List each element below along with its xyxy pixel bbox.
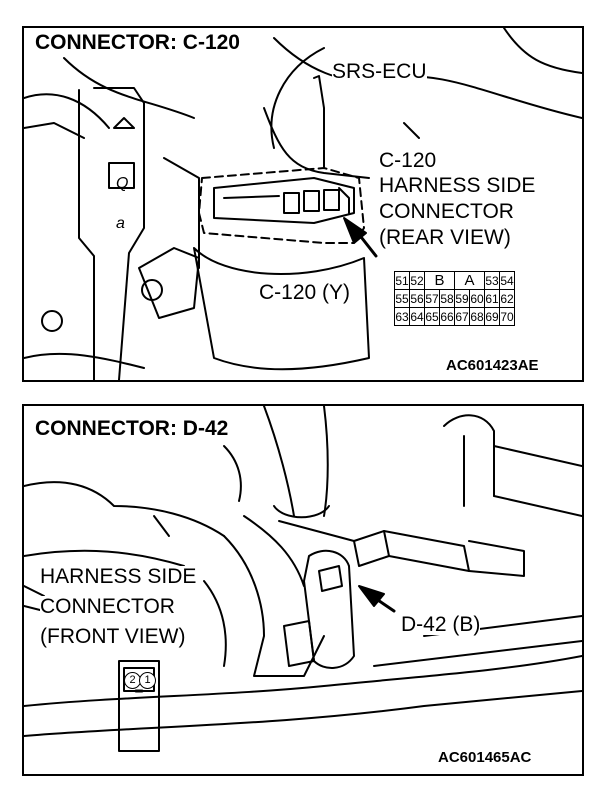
pin-cell: 70 <box>499 307 515 326</box>
c120-harness-label-line4: (REAR VIEW) <box>379 226 511 249</box>
pin-cell: 61 <box>484 289 500 308</box>
c120-figure-code: AC601423AE <box>446 357 539 374</box>
d42-pin-1: 1 <box>139 672 156 689</box>
pin-cell: 59 <box>454 289 470 308</box>
pin-cell: 52 <box>409 271 425 290</box>
d42-title: CONNECTOR: D-42 <box>32 418 232 439</box>
d42-figure-code: AC601465AC <box>438 749 532 766</box>
pin-cell: 56 <box>409 289 425 308</box>
d42-connector-callout: D-42 (B) <box>401 613 481 636</box>
pin-cell: 62 <box>499 289 515 308</box>
pin-cell: 66 <box>439 307 455 326</box>
pin-cell: 55 <box>394 289 410 308</box>
d42-harness-label-line2: CONNECTOR <box>40 595 175 618</box>
d42-illustration <box>24 406 582 752</box>
pin-cell: 63 <box>394 307 410 326</box>
connector-d42-panel: CONNECTOR: D-42 HARNESS SIDE CONNECTOR (… <box>22 404 584 776</box>
pin-cell: 67 <box>454 307 470 326</box>
svg-text:Q: Q <box>116 175 128 192</box>
pin-cell: 64 <box>409 307 425 326</box>
d42-harness-label-line3: (FRONT VIEW) <box>40 625 186 648</box>
srs-ecu-label: SRS-ECU <box>332 60 427 83</box>
svg-text:a: a <box>116 215 125 232</box>
c120-title: CONNECTOR: C-120 <box>32 32 243 53</box>
pin-cell: 65 <box>424 307 440 326</box>
pin-cell: 51 <box>394 271 410 290</box>
pin-cell: 57 <box>424 289 440 308</box>
pin-key-b: B <box>424 271 455 290</box>
pin-cell: 58 <box>439 289 455 308</box>
pin-cell: 53 <box>484 271 500 290</box>
pin-cell: 69 <box>484 307 500 326</box>
c120-harness-label-line1: C-120 <box>379 149 437 172</box>
d42-harness-label-line1: HARNESS SIDE <box>40 565 197 588</box>
c120-harness-label-line2: HARNESS SIDE <box>379 174 536 197</box>
pin-cell: 54 <box>499 271 515 290</box>
c120-connector-callout: C-120 (Y) <box>259 281 351 304</box>
c120-pin-layout: 51 52 B A 53 54 55 56 57 58 59 60 61 62 … <box>394 271 515 326</box>
pin-cell: 68 <box>469 307 485 326</box>
pin-key-a: A <box>454 271 485 290</box>
pin-cell: 60 <box>469 289 485 308</box>
c120-harness-label-line3: CONNECTOR <box>379 200 514 223</box>
connector-c120-panel: Q a CONNECTOR: C-120 SRS-ECU C-120 HARNE… <box>22 26 584 382</box>
c120-illustration: Q a <box>24 28 582 380</box>
